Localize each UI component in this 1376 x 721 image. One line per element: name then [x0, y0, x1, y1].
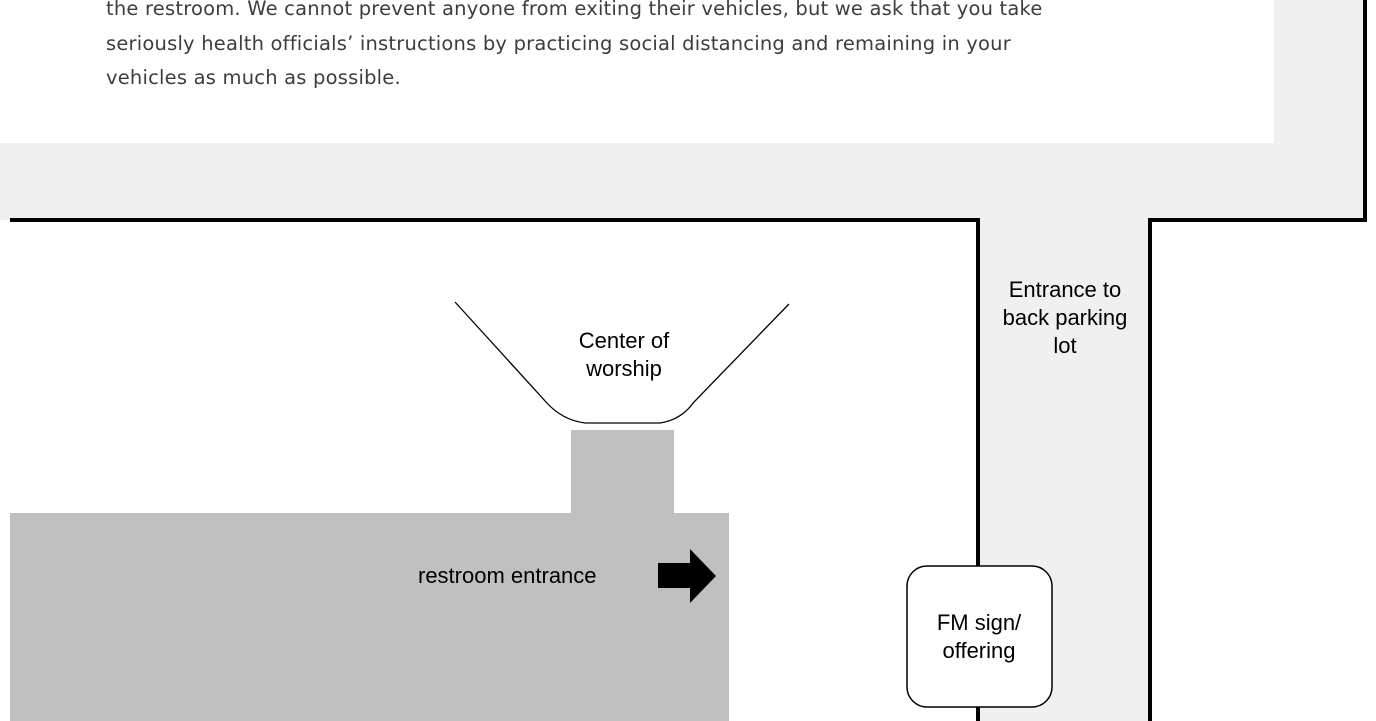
intro-paragraph: the restroom. We cannot prevent anyone f…: [106, 0, 1226, 96]
center-of-worship-label: Center of worship: [578, 328, 670, 381]
building-main: [10, 513, 729, 721]
restroom-arrow-icon: [658, 549, 716, 603]
fm-sign-box: [906, 565, 1053, 708]
back-parking-lot-label: Entrance to back parking lot: [1002, 277, 1128, 358]
intro-line: seriously health officials’ instructions…: [106, 31, 1011, 55]
intro-line: the restroom. We cannot prevent anyone f…: [106, 0, 1043, 20]
road-edge-bottom: [10, 218, 980, 721]
restroom-entrance-label: restroom entrance: [418, 563, 597, 588]
intro-line: vehicles as much as possible.: [106, 66, 401, 89]
worship-stage-outline: [454, 301, 790, 424]
building-annex: [571, 430, 674, 516]
road-main: [0, 143, 1365, 220]
fm-sign-label: FM sign/ offering: [936, 610, 1022, 663]
road-edge-back-right: [1148, 218, 1367, 721]
